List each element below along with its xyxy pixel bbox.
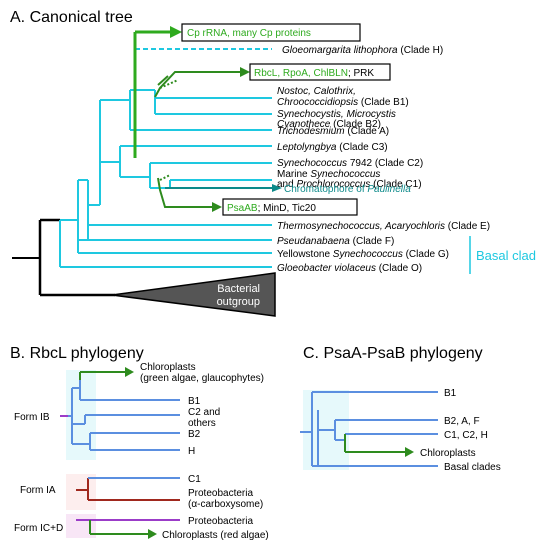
rbcl-c2-line2: others: [188, 418, 216, 429]
outgroup-branch: [12, 218, 276, 317]
panel-c-title: C. PsaA-PsaB phylogeny: [303, 345, 483, 362]
rbcl-form-icd-tree: [76, 519, 180, 535]
chromatophore-arrowhead: [272, 184, 282, 192]
rbcl-proteo-ia-2: (α-carboxysome): [188, 499, 263, 510]
rbcl-chloroplasts-red: Chloroplasts (red algae): [162, 530, 269, 541]
label-gloeomargarita: Gloeomargarita lithophora (Clade H): [282, 45, 443, 56]
rbcl-c1: C1: [188, 474, 201, 485]
rbcl-form-ib-tree: [60, 380, 180, 451]
label-clade-f: Pseudanabaena (Clade F): [277, 236, 394, 247]
psaab-chloroplast-arrow: [344, 434, 405, 453]
cp-rrna-label: Cp rRNA, many Cp proteins: [187, 28, 311, 39]
label-b2-line2: Cyanothece (Clade B2): [277, 119, 381, 130]
rbcl-chloroplasts-green-1: Chloroplasts: [140, 362, 196, 373]
panel-a-title: A. Canonical tree: [10, 9, 133, 26]
label-b1-line2: Chroococcidiopsis (Clade B1): [277, 97, 409, 108]
rbcl-form-ib: Form IB: [14, 412, 50, 423]
psaab-chloroplasts: Chloroplasts: [420, 448, 476, 459]
label-clade-c3: Leptolyngbya (Clade C3): [277, 142, 388, 153]
label-b1-line1: Nostoc, Calothrix,: [277, 86, 356, 97]
label-clade-o: Gloeobacter violaceus (Clade O): [277, 263, 422, 274]
rbcl-form-icd: Form IC+D: [14, 523, 63, 534]
label-b2-line1: Synechocystis, Microcystis: [277, 109, 396, 120]
rbcl-b2: B2: [188, 429, 201, 440]
cyanobacteria-tree: [59, 89, 272, 268]
psaab-b2af: B2, A, F: [444, 416, 480, 427]
psaab-tree: [300, 391, 438, 467]
rbcl-form-ia-tree: [76, 477, 180, 501]
rbcl-chloroplasts-green-2: (green algae, glaucophytes): [140, 373, 264, 384]
cp-rrna-arrow: [133, 30, 170, 158]
rbcl-form-ia: Form IA: [20, 485, 56, 496]
rbcl-box-text: RbcL, RpoA, ChlBLN; PRK: [254, 68, 374, 79]
rbcl-proteo-ia-1: Proteobacteria: [188, 488, 253, 499]
rbcl-proteo-icd: Proteobacteria: [188, 516, 253, 527]
psaab-c1c2h: C1, C2, H: [444, 430, 488, 441]
psaab-basal: Basal clades: [444, 462, 501, 473]
outgroup-label-2: outgroup: [217, 296, 260, 308]
rbcl-b1: B1: [188, 396, 201, 407]
label-clade-g: Yellowstone Synechococcus (Clade G): [277, 249, 449, 260]
label-basal-clades: Basal clades: [476, 248, 536, 263]
rbcl-h: H: [188, 446, 195, 457]
outgroup-label-1: Bacterial: [217, 283, 260, 295]
outgroup-triangle: [111, 272, 276, 317]
psaab-box: [222, 198, 358, 216]
psaab-arrow: [157, 177, 200, 208]
label-chromatophore: Chromatophore of Paulinella: [284, 184, 411, 195]
label-clade-a: Trichodesmium (Clade A): [277, 126, 389, 137]
psaab-b1: B1: [444, 388, 457, 399]
label-clade-c1-line1: Marine Synechococcus: [277, 169, 380, 180]
label-clade-e: Thermosynechococcus, Acaryochloris (Clad…: [277, 221, 490, 232]
rbcl-green-chloroplast-arrow: [79, 371, 125, 380]
psaab-box-text: PsaAB; MinD, Tic20: [227, 203, 316, 214]
panel-b-title: B. RbcL phylogeny: [10, 345, 144, 362]
rbcl-box: [249, 63, 391, 81]
rbcl-c2-line1: C2 and: [188, 407, 220, 418]
label-clade-c1-line2: and Prochlorococcus (Clade C1): [277, 179, 422, 190]
cp-rrna-box: [181, 23, 361, 42]
label-clade-c2: Synechococcus 7942 (Clade C2): [277, 158, 423, 169]
rbcl-arrow: [154, 71, 240, 98]
